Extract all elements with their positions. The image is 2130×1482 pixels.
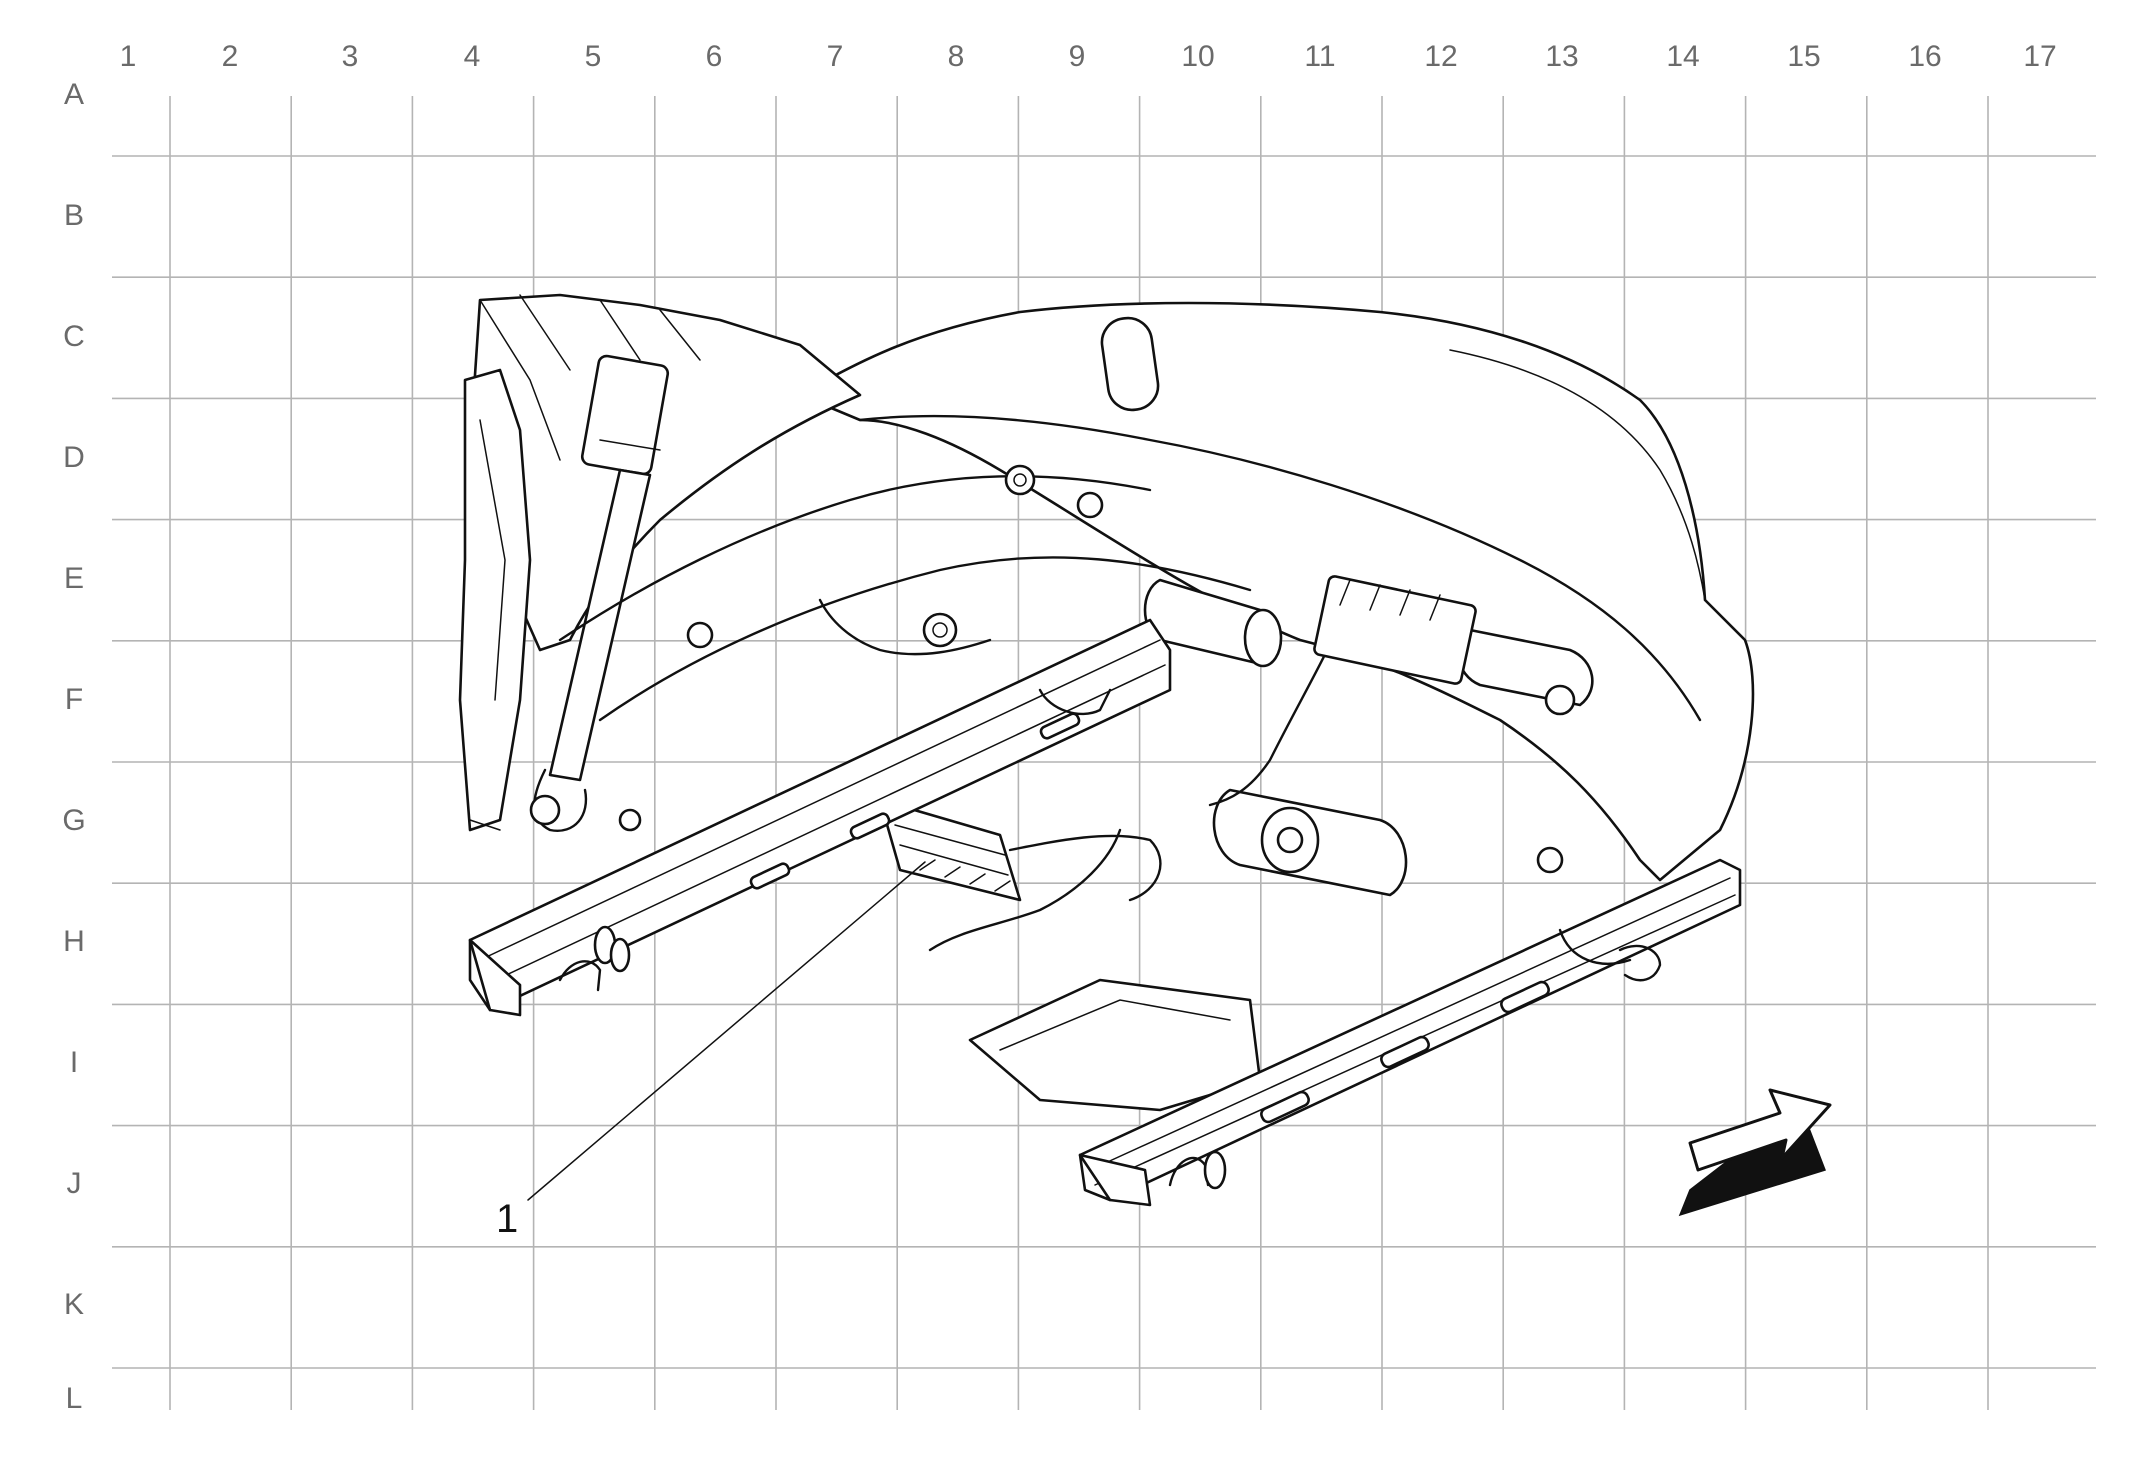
grid-column-label: 6 [706,40,723,73]
grid-row-label: K [64,1288,84,1321]
grid-column-label: 13 [1545,40,1578,73]
seat-cushion-shell [798,301,1755,882]
reference-grid [112,96,2096,1410]
grid-row-label: G [62,804,85,837]
electrical-connector-cluster [1313,575,1477,685]
grid-column-label: 12 [1424,40,1457,73]
grid-column-label: 11 [1304,40,1335,73]
grid-row-label: H [63,925,85,958]
grid-row-label: I [70,1046,78,1079]
control-module [878,798,1022,902]
grid-column-label: 14 [1666,40,1699,73]
grid-row-label: B [64,199,84,232]
grid-column-label: 8 [948,40,965,73]
grid-row-label: A [64,78,84,111]
grid-row-labels: A B C D E F G H I J K L [62,78,85,1415]
grid-row-label: F [65,683,83,716]
wiring-harness-2 [818,598,992,656]
grid-column-label: 10 [1181,40,1214,73]
seat-back-frame [468,293,862,652]
grid-row-label: J [67,1167,82,1200]
grid-column-label: 17 [2023,40,2056,73]
callout-1: 1 [496,861,926,1241]
seat-cushion-seam [1449,349,1706,601]
grid-column-label: 2 [222,40,239,73]
seat-cushion-edge [858,414,1702,722]
left-side-bracket [458,368,532,832]
grid-column-label: 7 [827,40,844,73]
grid-row-label: E [64,562,84,595]
frame-crossmember-rear [598,556,1252,722]
right-seat-track-rail [1078,858,1742,1207]
left-seat-track-rail [468,618,1172,1017]
seat-belt-buckle [533,354,670,832]
callout-1-leader [527,861,926,1201]
seat-assembly-drawing [458,293,1755,1207]
grid-column-label: 5 [585,40,602,73]
grid-column-label: 1 [120,40,137,73]
grid-row-label: D [63,441,85,474]
frame-crossmember-front [558,474,1152,642]
guide-pin [1100,316,1160,412]
grid-row-label: C [63,320,85,353]
grid-column-label: 3 [342,40,359,73]
module-harness-loop [1008,834,1162,902]
seat-back-lines [479,294,701,461]
seat-latch-hook [1038,688,1112,716]
wiring-harness-3 [928,828,1122,952]
grid-column-label: 15 [1787,40,1820,73]
arrow-icon [1678,1088,1832,1217]
seat-latch-hook-2 [1558,928,1632,965]
actuator-motor-left-end [1243,608,1283,668]
grid-column-label: 4 [464,40,481,73]
grid-row-label: L [66,1382,83,1415]
grid-column-label: 16 [1908,40,1941,73]
callout-1-label: 1 [496,1197,518,1241]
grid-column-label: 9 [1069,40,1086,73]
